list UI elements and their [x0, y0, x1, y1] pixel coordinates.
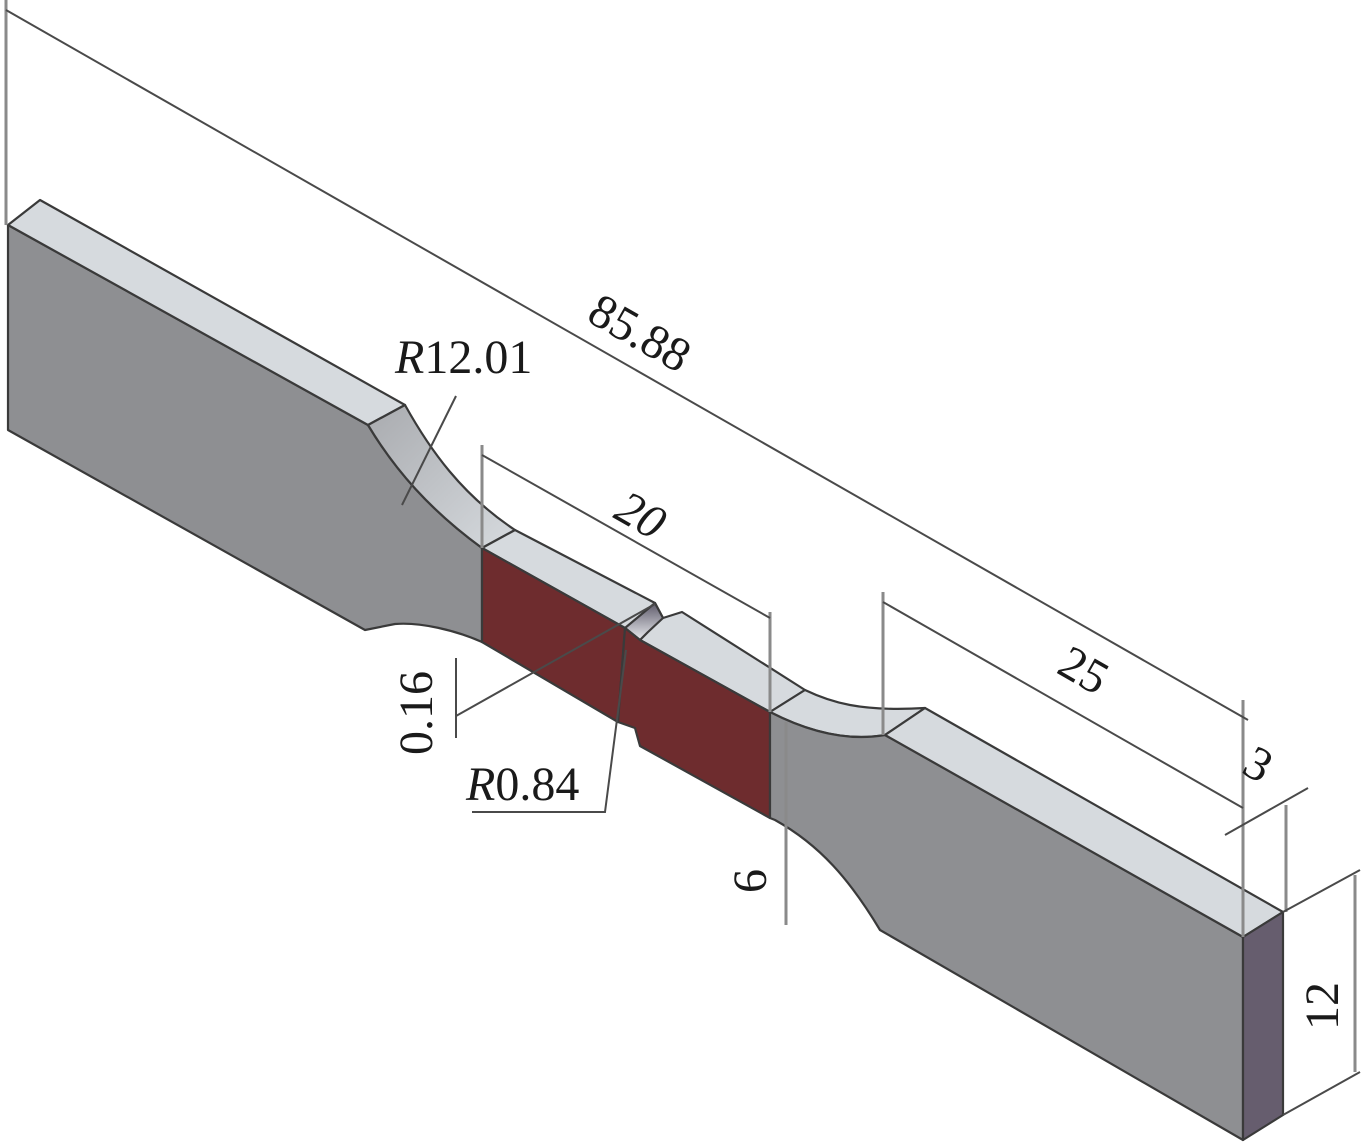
grip-width-label: 12: [1296, 982, 1349, 1030]
dim-gauge-width: 6: [724, 722, 788, 925]
gauge-width-label: 6: [724, 869, 777, 893]
right-grip-front-face: [768, 710, 1245, 1142]
gauge-length-label: 20: [607, 481, 675, 551]
gauge-front-face-right: [616, 626, 772, 820]
dim-notch-depth: 0.16: [390, 603, 656, 755]
dim-fillet-radius: R12.01: [394, 331, 532, 506]
grip-length-label: 25: [1050, 636, 1118, 706]
right-end-face: [1241, 910, 1285, 1142]
notch-depth-label: 0.16: [390, 671, 443, 755]
notch-radius-label: R0.84: [465, 758, 579, 811]
dim-grip-width: 12: [1282, 869, 1361, 1116]
fillet-radius-label: R12.01: [394, 331, 532, 384]
overall-length-label: 85.88: [580, 284, 700, 384]
dim-notch-radius: R0.84: [465, 649, 627, 813]
specimen-body: [6, 198, 1285, 1142]
